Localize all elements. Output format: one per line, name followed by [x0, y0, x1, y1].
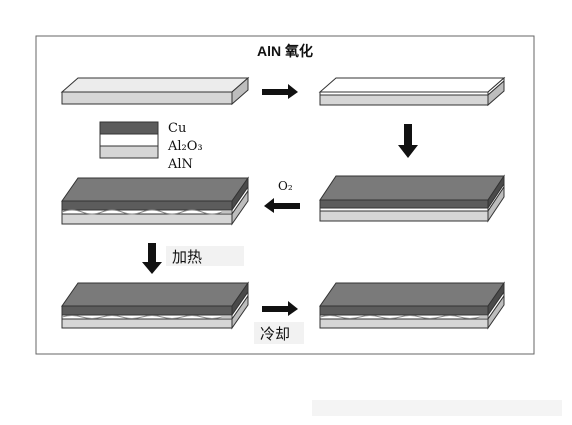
plate-aln-initial — [60, 76, 250, 106]
arrow-right-icon — [262, 301, 298, 316]
plate-aln-oxidized — [318, 76, 506, 107]
legend-swatch-al2o3 — [99, 133, 159, 147]
legend-label-aln: AlN — [167, 157, 193, 172]
plate-cu-stacked — [319, 174, 505, 223]
oxygen-label: O₂ — [278, 179, 293, 193]
heating-label-bg — [166, 246, 244, 266]
heating-label: 加热 — [172, 249, 202, 266]
diagram-title: AlN 氧化 — [257, 43, 313, 59]
cooling-label: 冷却 — [260, 326, 290, 343]
arrow-down-icon — [398, 124, 418, 158]
arrow-down-icon — [142, 243, 162, 274]
legend: Cu Al₂O₃ AlN — [99, 121, 203, 172]
legend-label-al2o3: Al₂O₃ — [167, 139, 203, 154]
bottom-smudge — [312, 400, 562, 416]
plate-cu-heated — [61, 281, 249, 330]
legend-swatch-aln — [99, 145, 159, 159]
arrow-left-icon — [264, 198, 300, 213]
cooling-label-bg — [254, 322, 304, 344]
plate-cu-bonding — [61, 176, 249, 226]
legend-swatch-cu — [99, 121, 159, 135]
arrow-right-icon — [262, 84, 298, 99]
plate-cu-cooled — [319, 281, 505, 330]
legend-label-cu: Cu — [168, 121, 186, 136]
